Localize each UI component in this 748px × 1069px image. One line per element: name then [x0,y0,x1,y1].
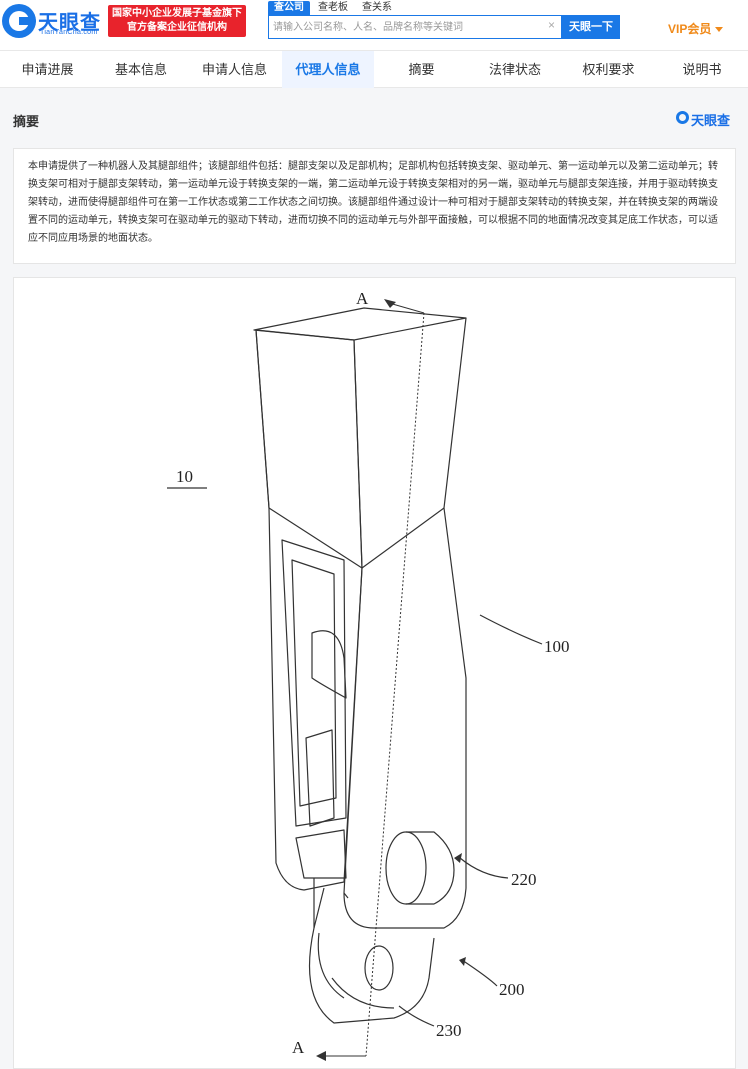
tab-legal-status[interactable]: 法律状态 [488,62,541,77]
search-tab-relation[interactable]: 查关系 [362,2,392,13]
top-header: 天眼查 TianYanCha.com 国家中小企业发展子基金旗下 官方备案企业征… [0,0,748,50]
abstract-text: 本申请提供了一种机器人及其腿部组件；该腿部组件包括：腿部支架以及足部机构；足部机… [28,161,718,244]
figure-label-section-top: A [356,289,369,308]
tab-application-progress[interactable]: 申请进展 [21,62,74,77]
site-logo[interactable]: 天眼查 TianYanCha.com [2,4,102,40]
search-input[interactable] [273,19,539,35]
figure-label-motion-unit: 230 [436,1021,462,1040]
tab-description[interactable]: 说明书 [682,62,722,77]
tab-abstract[interactable]: 摘要 [408,62,435,77]
abstract-panel: 本申请提供了一种机器人及其腿部组件；该腿部组件包括：腿部支架以及足部机构；足部机… [13,148,736,264]
tab-basic-info[interactable]: 基本信息 [114,62,167,77]
vip-menu[interactable]: VIP会员 [668,20,724,37]
tab-applicant-info[interactable]: 申请人信息 [201,62,267,77]
badge-line-1: 国家中小企业发展子基金旗下 [112,8,242,19]
patent-drawing: A A 10 100 220 200 230 [167,289,570,1061]
section-title-abstract: 摘要 [13,114,40,129]
clear-icon[interactable]: × [547,18,555,32]
patent-figure-panel: A A 10 100 220 200 230 [13,277,736,1069]
badge-line-2: 官方备案企业征信机构 [127,22,227,33]
figure-label-foot-mechanism: 200 [499,980,525,999]
search-tab-boss[interactable]: 查老板 [318,2,348,13]
figure-label-assembly: 10 [176,467,193,486]
logo-eye-icon [2,4,36,38]
brand-watermark: 天眼查 [676,110,736,128]
tab-claims[interactable]: 权利要求 [582,62,635,77]
official-badge[interactable]: 国家中小企业发展子基金旗下 官方备案企业征信机构 [108,5,246,37]
figure-label-drive-unit: 220 [511,870,537,889]
search-button[interactable]: 天眼一下 [562,15,620,39]
figure-label-section-bottom: A [292,1038,305,1057]
brand-text: 天眼查 [691,113,731,128]
tab-agent-info[interactable]: 代理人信息 [282,51,374,88]
logo-text: 天眼查 [38,12,101,34]
vip-label: VIP会员 [668,22,712,36]
figure-label-leg-bracket: 100 [544,637,570,656]
caret-down-icon [715,27,724,33]
search-tab-company[interactable]: 查公司 [268,1,310,15]
detail-nav: 申请进展 基本信息 申请人信息 代理人信息 摘要 法律状态 权利要求 说明书 [0,50,748,88]
search-box: × [268,15,562,39]
logo-subtext: TianYanCha.com [40,29,98,36]
brand-logo-icon [676,111,689,124]
